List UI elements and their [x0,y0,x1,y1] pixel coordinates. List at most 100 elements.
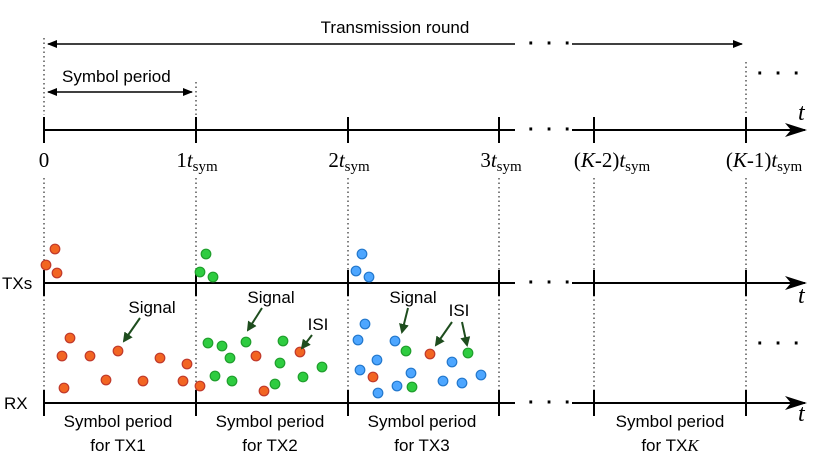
rx-molecule-17 [274,357,286,369]
rx-molecule-3 [112,345,124,357]
axis-t-label: t [798,100,806,126]
rx-molecule-0 [64,332,76,344]
rx-molecule-11 [216,340,228,352]
rx-molecule-30 [424,348,436,360]
txs-label: TXs [2,274,32,293]
rx-molecule-5 [181,358,193,370]
tx-molecules [40,243,375,283]
tick-1: 1tsym [176,148,218,175]
rx-molecule-40 [456,377,468,389]
rx-molecule-12 [240,336,252,348]
rx-molecule-36 [475,369,487,381]
period-label-tx2-line2: for TX2 [242,436,297,455]
transmission-round-arrow: · · · · · · Transmission round [47,18,803,85]
rx-molecule-33 [354,364,366,376]
ellipsis-axis: · · · [528,119,574,141]
period-label-tx3-line1: Symbol period [368,412,477,431]
annotations: Signal Signal ISI Signal ISI [122,288,471,350]
rx-molecule-14 [224,352,236,364]
rx-t-label: t [798,401,806,427]
dotted-guides [43,38,747,400]
rx-molecule-2 [84,350,96,362]
rx-molecule-13 [277,335,289,347]
tx-molecule-8 [363,271,375,283]
isi-label-2: ISI [449,301,470,320]
tx-molecule-0 [49,243,61,255]
tick-k1: (K-1)tsym [726,148,803,175]
rx-label: RX [4,394,28,413]
rx-molecule-31 [462,347,474,359]
rx-molecule-34 [367,371,379,383]
tx-molecule-2 [51,267,63,279]
signal-arrow-3 [399,307,409,334]
signal-label-1: Signal [128,298,175,317]
symbol-period-arrow: Symbol period [47,67,193,96]
rx-molecule-22 [194,380,206,392]
tick-2: 2tsym [328,148,370,175]
rx-molecule-6 [100,374,112,386]
rx-molecule-4 [154,352,166,364]
rx-molecule-24 [269,378,281,390]
period-labels: Symbol period for TX1 Symbol period for … [64,412,725,455]
tx-molecule-1 [40,259,52,271]
period-label-tx1-line1: Symbol period [64,412,173,431]
ellipsis-txs: · · · [528,272,574,294]
ellipsis-top-right: · · · [757,63,803,85]
transmission-round-label: Transmission round [321,18,470,37]
rx-molecule-15 [250,350,262,362]
tick-3: 3tsym [480,148,522,175]
tx-molecule-6 [356,248,368,260]
tx-molecule-5 [207,271,219,283]
rx-molecule-28 [352,334,364,346]
rx-molecule-39 [437,375,449,387]
isi-arrow-2a [434,321,453,347]
ellipsis-rx: · · · [528,392,574,414]
rx-molecule-18 [316,361,328,373]
rx-molecule-25 [359,318,371,330]
rx-molecule-26 [389,335,401,347]
rx-axis: RX · · · · · · t [4,333,807,427]
rx-molecule-37 [391,380,403,392]
rx-molecule-1 [56,350,68,362]
signal-label-2: Signal [247,288,294,307]
rx-molecule-32 [446,356,458,368]
isi-arrow-1 [300,334,313,350]
period-label-txk-line1: Symbol period [616,412,725,431]
txs-t-label: t [798,283,806,309]
rx-molecule-9 [58,382,70,394]
tick-k2: (K-2)tsym [574,148,651,175]
isi-label-1: ISI [308,315,329,334]
signal-arrow-1 [122,317,141,343]
rx-molecule-27 [400,345,412,357]
ellipsis-top: · · · [528,33,574,55]
isi-arrow-2b [460,321,471,347]
rx-molecules [56,318,487,399]
period-label-tx1-line2: for TX1 [90,436,145,455]
rx-molecule-29 [371,354,383,366]
period-label-txk-line2: for TXK [641,436,700,455]
rx-molecule-19 [209,370,221,382]
rx-molecule-8 [177,375,189,387]
tick-0: 0 [39,148,50,172]
signal-arrow-2 [246,307,263,332]
rx-molecule-20 [226,375,238,387]
tx-molecule-3 [200,248,212,260]
tx-molecule-4 [194,266,206,278]
tx-molecule-7 [350,265,362,277]
ellipsis-rx-right: · · · [757,333,803,355]
rx-molecule-41 [372,387,384,399]
symbol-period-label: Symbol period [62,67,171,86]
rx-molecule-35 [405,367,417,379]
rx-molecule-38 [406,381,418,393]
txs-axis: TXs · · · t [2,270,807,309]
time-axis: · · · t 0 1tsym 2tsym 3tsym (K-2)tsym (K… [39,100,807,175]
signal-label-3: Signal [389,288,436,307]
rx-molecule-10 [202,337,214,349]
rx-molecule-7 [137,375,149,387]
rx-molecule-21 [297,371,309,383]
rx-molecule-16 [294,346,306,358]
rx-molecule-23 [258,385,270,397]
period-label-tx3-line2: for TX3 [394,436,449,455]
period-label-tx2-line1: Symbol period [216,412,325,431]
